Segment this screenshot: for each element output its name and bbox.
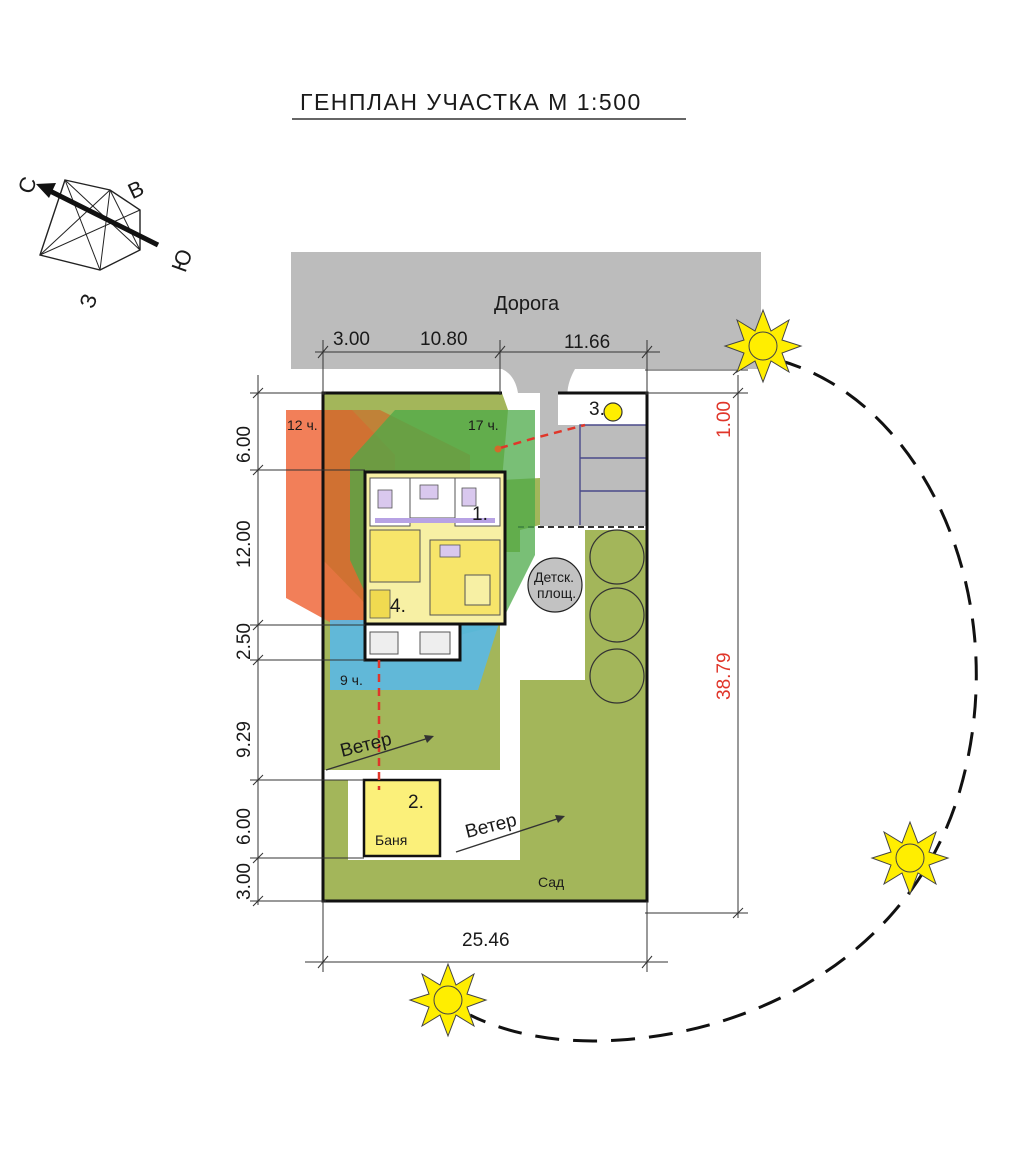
path-center [330, 552, 585, 860]
dim-right-2: 38.79 [714, 652, 735, 700]
dim-left-3: 2.50 [234, 623, 255, 660]
playground-circle [527, 557, 583, 613]
wind-arrow-1 [325, 736, 433, 771]
plan-title: ГЕНПЛАН УЧАСТКА М 1:500 [300, 89, 642, 115]
parking-number: 3. [589, 399, 605, 420]
compass-east: В [124, 175, 148, 204]
dim-top-3: 11.66 [564, 332, 610, 353]
sun-time-17: 17 ч. [468, 417, 499, 433]
sun-icon-evening [723, 308, 803, 384]
dim-lines-left [250, 375, 365, 907]
dim-left-2: 12.00 [234, 520, 255, 568]
sun-time-9: 9 ч. [340, 672, 363, 688]
bath-number: 2. [408, 792, 424, 813]
sun-path-arc [469, 358, 978, 1043]
dim-left-1: 6.00 [234, 426, 255, 463]
plot-outline [321, 391, 649, 903]
dim-left-5: 6.00 [234, 808, 255, 845]
parking-stripes [579, 424, 647, 525]
wind-arrow-2 [455, 816, 564, 853]
dim-lines-bottom [305, 901, 668, 972]
garden-label: Сад [538, 874, 564, 890]
bath-label: Баня [375, 832, 407, 848]
dim-left-4: 9.29 [234, 721, 255, 758]
wind-arrowhead-2 [555, 815, 565, 823]
lawn-under-bath [348, 860, 520, 900]
sun-time-12: 12 ч. [287, 417, 318, 433]
dim-lines-right [645, 364, 748, 919]
playground-label-2: площ. [537, 585, 576, 601]
dim-lines-top [315, 340, 660, 395]
compass-west: З [74, 290, 102, 311]
road-label: Дорога [494, 293, 560, 315]
utility-line-top [499, 423, 586, 450]
house-part-number: 4. [390, 596, 406, 617]
sun-icon-morning [408, 962, 488, 1038]
dim-top-2: 10.80 [420, 329, 468, 350]
playground-label-1: Детск. [534, 569, 574, 585]
lawn-bath-left [323, 780, 348, 900]
dim-bottom: 25.46 [462, 930, 510, 951]
wind-arrowhead-1 [424, 735, 434, 743]
house [363, 470, 507, 662]
sun-icon-noon [870, 820, 950, 896]
utility-point [494, 445, 502, 453]
dim-right-1: 1.00 [714, 401, 735, 438]
bath-building [362, 778, 442, 858]
house-number: 1. [472, 504, 488, 525]
compass-south: Ю [166, 246, 197, 275]
garden-trees [589, 529, 645, 704]
dim-left-6: 3.00 [234, 863, 255, 900]
road [291, 252, 761, 369]
parking-marker [603, 402, 623, 422]
dim-top-1: 3.00 [333, 329, 370, 350]
compass-icon [36, 179, 160, 271]
parking-white [558, 393, 647, 425]
lawn-mid-right [520, 680, 647, 900]
compass-north: С [13, 173, 42, 197]
